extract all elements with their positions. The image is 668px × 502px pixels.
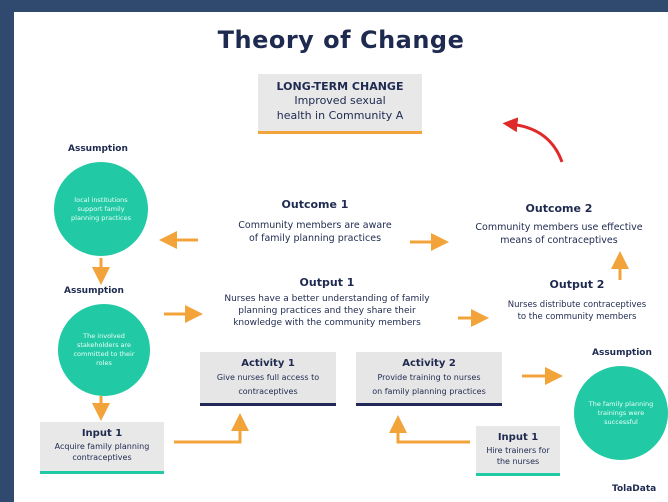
activity-1-line2: contraceptives [238, 387, 298, 396]
output-2-line2: to the community members [517, 312, 637, 322]
connector-arrows [92, 117, 629, 444]
long-term-change-heading: LONG-TERM CHANGE [276, 80, 404, 93]
activity-2-heading: Activity 2 [402, 358, 456, 369]
arrow-input1-left-to-activity1 [174, 413, 249, 444]
activity-1-heading: Activity 1 [241, 358, 295, 369]
outcome-2: Outcome 2 Community members use effectiv… [450, 202, 668, 247]
assumption-label-2: Assumption [64, 286, 124, 296]
long-term-change-box: LONG-TERM CHANGE Improved sexual health … [258, 74, 422, 134]
input-1-right-line1: Hire trainers for [486, 446, 550, 455]
assumption-text-3: The family planning trainings were succe… [588, 399, 654, 426]
activity-1-box: Activity 1 Give nurses full access to co… [200, 352, 336, 406]
output-1-heading: Output 1 [299, 276, 355, 289]
long-term-change-line2: health in Community A [276, 109, 404, 122]
activity-1-line1: Give nurses full access to [216, 373, 320, 382]
input-1-right-line2: the nurses [496, 457, 540, 466]
input-1-right-heading: Input 1 [497, 432, 539, 443]
assumption-text-1: local institutions support family planni… [71, 195, 131, 222]
outcome-2-line2: means of contraceptives [500, 235, 618, 246]
input-1-right-box: Input 1 Hire trainers for the nurses [476, 426, 560, 476]
red-curved-arrow [502, 117, 564, 163]
assumption-circle-3: The family planning trainings were succe… [574, 366, 668, 460]
assumption-circle-2: The involved stakeholders are committed … [58, 304, 150, 396]
output-1: Output 1 Nurses have a better understand… [192, 276, 462, 329]
input-1-left-line1: Acquire family planning [54, 442, 150, 451]
input-1-left-line2: contraceptives [72, 453, 132, 462]
input-1-left-box: Input 1 Acquire family planning contrace… [40, 422, 164, 474]
long-term-change-line1: Improved sexual [294, 94, 386, 107]
assumption-label-1: Assumption [68, 144, 128, 154]
outcome-2-heading: Outcome 2 [525, 202, 593, 215]
output-2-line1: Nurses distribute contraceptives [507, 300, 647, 310]
diagram-title: Theory of Change [217, 26, 465, 54]
assumption-text-2: The involved stakeholders are committed … [73, 332, 135, 367]
input-1-left-heading: Input 1 [81, 428, 123, 439]
outcome-1-line2: of family planning practices [248, 233, 382, 244]
tola-logo: TolaData [612, 484, 657, 494]
output-2-heading: Output 2 [549, 278, 605, 291]
output-1-line2: planning practices and they share their [238, 306, 416, 316]
activity-2-line1: Provide training to nurses [377, 373, 481, 382]
outcome-1-heading: Outcome 1 [281, 198, 349, 211]
activity-2-line2: on family planning practices [372, 387, 486, 396]
outcome-1-line1: Community members are aware [238, 220, 392, 231]
output-2: Output 2 Nurses distribute contraceptive… [486, 278, 668, 323]
outcome-2-line1: Community members use effective [475, 222, 643, 233]
arrow-input1-right-to-activity2 [389, 415, 470, 444]
assumption-circle-1: local institutions support family planni… [54, 162, 148, 256]
output-1-line3: knowledge with the community members [233, 318, 421, 328]
diagram-card: Theory of Change LONG-TERM CHANGE Improv… [14, 12, 668, 502]
output-1-line1: Nurses have a better understanding of fa… [224, 294, 430, 304]
assumption-label-3: Assumption [592, 348, 652, 358]
activity-2-box: Activity 2 Provide training to nurses on… [356, 352, 502, 406]
outcome-1: Outcome 1 Community members are aware of… [200, 198, 430, 245]
